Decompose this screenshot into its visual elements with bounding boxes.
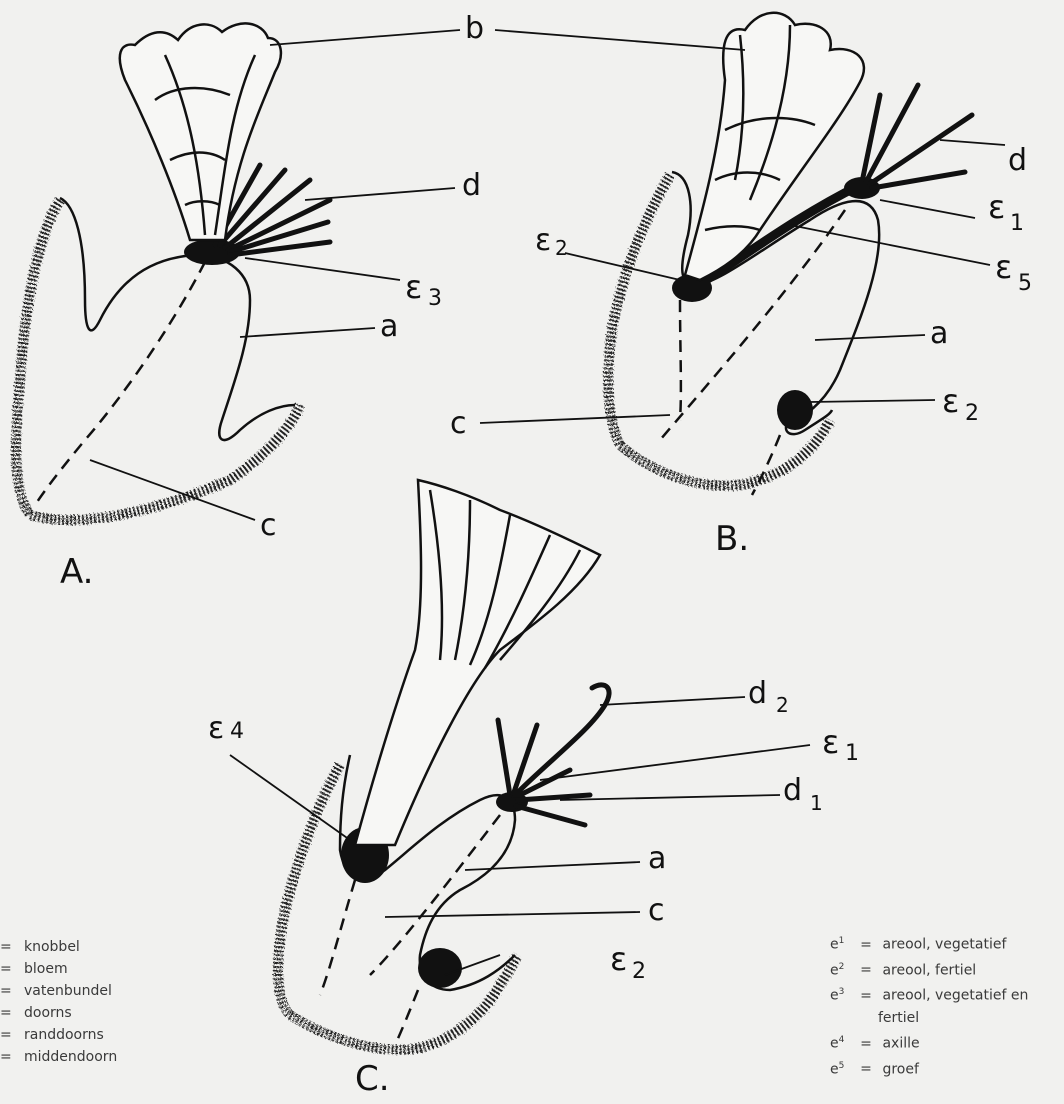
label-e4-sub: 4	[230, 719, 244, 744]
legend-text: fertiel	[878, 1010, 919, 1026]
label-e5: ε	[995, 248, 1012, 286]
areole-e2-c	[418, 948, 462, 988]
legend-key: e3	[830, 981, 854, 1007]
legend-eq: =	[854, 985, 878, 1007]
legend-right-row: e4= axille	[830, 1029, 1028, 1055]
legend-left-row: =randdoorns	[0, 1024, 117, 1046]
label-e1-b: ε	[988, 188, 1005, 226]
legend-key: e5	[830, 1055, 854, 1081]
label-c-c: c	[648, 893, 665, 928]
figure-c	[278, 480, 609, 1050]
legend-text: areool, vegetatief	[882, 937, 1006, 953]
legend-eq: =	[0, 936, 24, 958]
legend-text: areool, fertiel	[882, 962, 976, 978]
figure-c-label: C.	[355, 1059, 390, 1099]
label-d2-sub: 2	[776, 693, 789, 717]
legend-right-row: e1= areool, vegetatief	[830, 930, 1028, 956]
label-e2-b-right-sub: 2	[965, 401, 979, 426]
label-a-c: a	[648, 841, 666, 876]
legend-text: middendoorn	[24, 1049, 117, 1065]
legend-text: groef	[882, 1061, 918, 1077]
legend-eq: =	[854, 959, 878, 981]
figure-a-label: A.	[60, 552, 93, 592]
legend-right-row: e5= groef	[830, 1055, 1028, 1081]
label-d-b: d	[1008, 143, 1027, 178]
label-e2-b-right: ε	[942, 382, 959, 420]
legend-eq: =	[854, 1033, 878, 1055]
legend-text: knobbel	[24, 939, 80, 955]
legend-key: e2	[830, 956, 854, 982]
flower-c	[355, 480, 600, 845]
spines-b	[862, 85, 972, 188]
label-d1: d	[783, 773, 802, 808]
legend-text: areool, vegetatief en	[882, 988, 1028, 1004]
vascular-bundle-a	[35, 262, 205, 505]
legend-eq: =	[854, 1058, 878, 1080]
label-e1-b-sub: 1	[1010, 211, 1024, 236]
legend-left-row: =bloem	[0, 958, 117, 980]
label-e5-sub: 5	[1018, 271, 1032, 296]
legend-text: bloem	[24, 961, 68, 977]
legend-left-row: =doorns	[0, 1002, 117, 1024]
label-e2-c-sub: 2	[632, 959, 646, 984]
legend-key: e1	[830, 930, 854, 956]
label-b: b	[465, 11, 484, 46]
legend-right-row: e2= areool, fertiel	[830, 956, 1028, 982]
flower-a	[120, 23, 281, 240]
figure-b	[608, 13, 972, 495]
label-e1-c: ε	[822, 723, 839, 761]
legend-text: randdoorns	[24, 1027, 104, 1043]
legend-key: e4	[830, 1029, 854, 1055]
legend-eq: =	[0, 1002, 24, 1024]
label-c-b: c	[450, 406, 467, 441]
label-e4: ε	[208, 711, 224, 746]
label-e1-c-sub: 1	[845, 741, 859, 766]
legend-right: e1= areool, vegetatief e2= areool, ferti…	[830, 930, 1028, 1080]
legend-left: =knobbel =bloem =vatenbundel =doorns =ra…	[0, 936, 117, 1068]
label-a-b: a	[930, 316, 948, 351]
legend-text: vatenbundel	[24, 983, 112, 999]
label-e2-c: ε	[610, 940, 627, 978]
label-d2: d	[748, 676, 767, 711]
legend-eq: =	[854, 934, 878, 956]
legend-left-row: =vatenbundel	[0, 980, 117, 1002]
legend-eq: =	[0, 1024, 24, 1046]
tubercle-a-shading	[16, 200, 300, 520]
label-e3-sub: 3	[428, 286, 442, 311]
label-d-a: d	[462, 168, 481, 203]
figure-b-label: B.	[715, 519, 749, 559]
legend-left-row: =middendoorn	[0, 1046, 117, 1068]
label-a-a: a	[380, 309, 398, 344]
legend-eq: =	[0, 958, 24, 980]
legend-right-row: e3= areool, vegetatief en	[830, 981, 1028, 1007]
label-e3: ε	[405, 268, 422, 306]
label-e2-b-left: ε	[535, 223, 551, 258]
legend-text: doorns	[24, 1005, 72, 1021]
hooked-central-spine-d2	[515, 685, 609, 795]
legend-text: axille	[882, 1036, 919, 1052]
legend-eq: =	[0, 980, 24, 1002]
legend-right-row: fertiel	[830, 1007, 1028, 1029]
areole-e2-b-lower	[777, 390, 813, 430]
label-d1-sub: 1	[810, 791, 823, 815]
legend-left-row: =knobbel	[0, 936, 117, 958]
label-e2-b-left-sub: 2	[555, 236, 568, 260]
figure-a	[16, 23, 330, 520]
legend-eq: =	[0, 1046, 24, 1068]
label-c-a: c	[260, 508, 277, 543]
